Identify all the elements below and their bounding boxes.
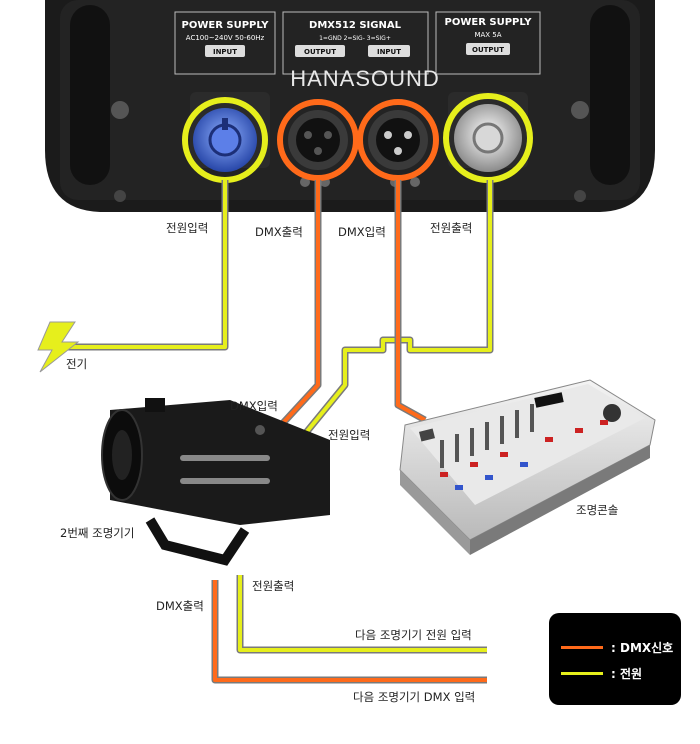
power-output-connector <box>443 92 533 183</box>
left-section-title: POWER SUPPLY <box>182 20 270 31</box>
legend-item-power: : 전원 <box>561 663 642 683</box>
next-fixture-dmx-label: 다음 조명기기 DMX 입력 <box>353 690 476 704</box>
fixture-power-input-label: 전원입력 <box>328 428 371 442</box>
legend: : DMX신호 : 전원 <box>549 613 681 705</box>
middle-section-badge-right: INPUT <box>377 48 401 56</box>
middle-section-title: DMX512 SIGNAL <box>309 20 402 31</box>
right-section-title: POWER SUPPLY <box>445 17 533 28</box>
next-fixture-power-label: 다음 조명기기 전원 입력 <box>355 628 472 642</box>
left-section-badge: INPUT <box>213 48 237 56</box>
power-cables <box>62 180 494 654</box>
electricity-label: 전기 <box>66 357 88 371</box>
dmx-output-connector <box>277 99 359 181</box>
dmx-output-label: DMX출력 <box>255 225 303 239</box>
legend-dmx-label: : DMX신호 <box>611 640 674 655</box>
legend-item-dmx: : DMX신호 <box>561 637 673 657</box>
lighting-console-image <box>399 379 656 555</box>
fixture-dmx-input-label: DMX입력 <box>230 399 278 413</box>
fixture-power-output-label: 전원출력 <box>252 579 295 593</box>
brand-logo: HANASOUND <box>290 66 440 91</box>
second-fixture-label: 2번째 조명기기 <box>60 526 135 540</box>
legend-power-label: : 전원 <box>611 666 643 681</box>
device-back-panel <box>0 0 700 215</box>
power-input-connector <box>182 92 270 183</box>
fixture-dmx-output-label: DMX출력 <box>156 599 204 613</box>
electricity-bolt-icon <box>37 321 80 373</box>
dmx-input-connector <box>357 99 439 181</box>
right-section-subtitle: MAX 5A <box>474 31 501 39</box>
power-output-label: 전원출력 <box>430 221 473 235</box>
middle-section-pins: 1=GND 2=SIG- 3=SIG+ <box>319 35 391 42</box>
console-label: 조명콘솔 <box>576 503 619 517</box>
legend-dmx-swatch <box>561 645 603 649</box>
legend-power-swatch <box>561 671 603 675</box>
left-section-subtitle: AC100~240V 50-60Hz <box>186 34 265 42</box>
dmx-input-label: DMX입력 <box>338 225 386 239</box>
second-fixture-image <box>101 398 330 566</box>
right-section-badge: OUTPUT <box>472 46 504 54</box>
middle-section-badge-left: OUTPUT <box>304 48 336 56</box>
dmx-cables <box>211 180 487 684</box>
power-input-label: 전원입력 <box>166 221 209 235</box>
